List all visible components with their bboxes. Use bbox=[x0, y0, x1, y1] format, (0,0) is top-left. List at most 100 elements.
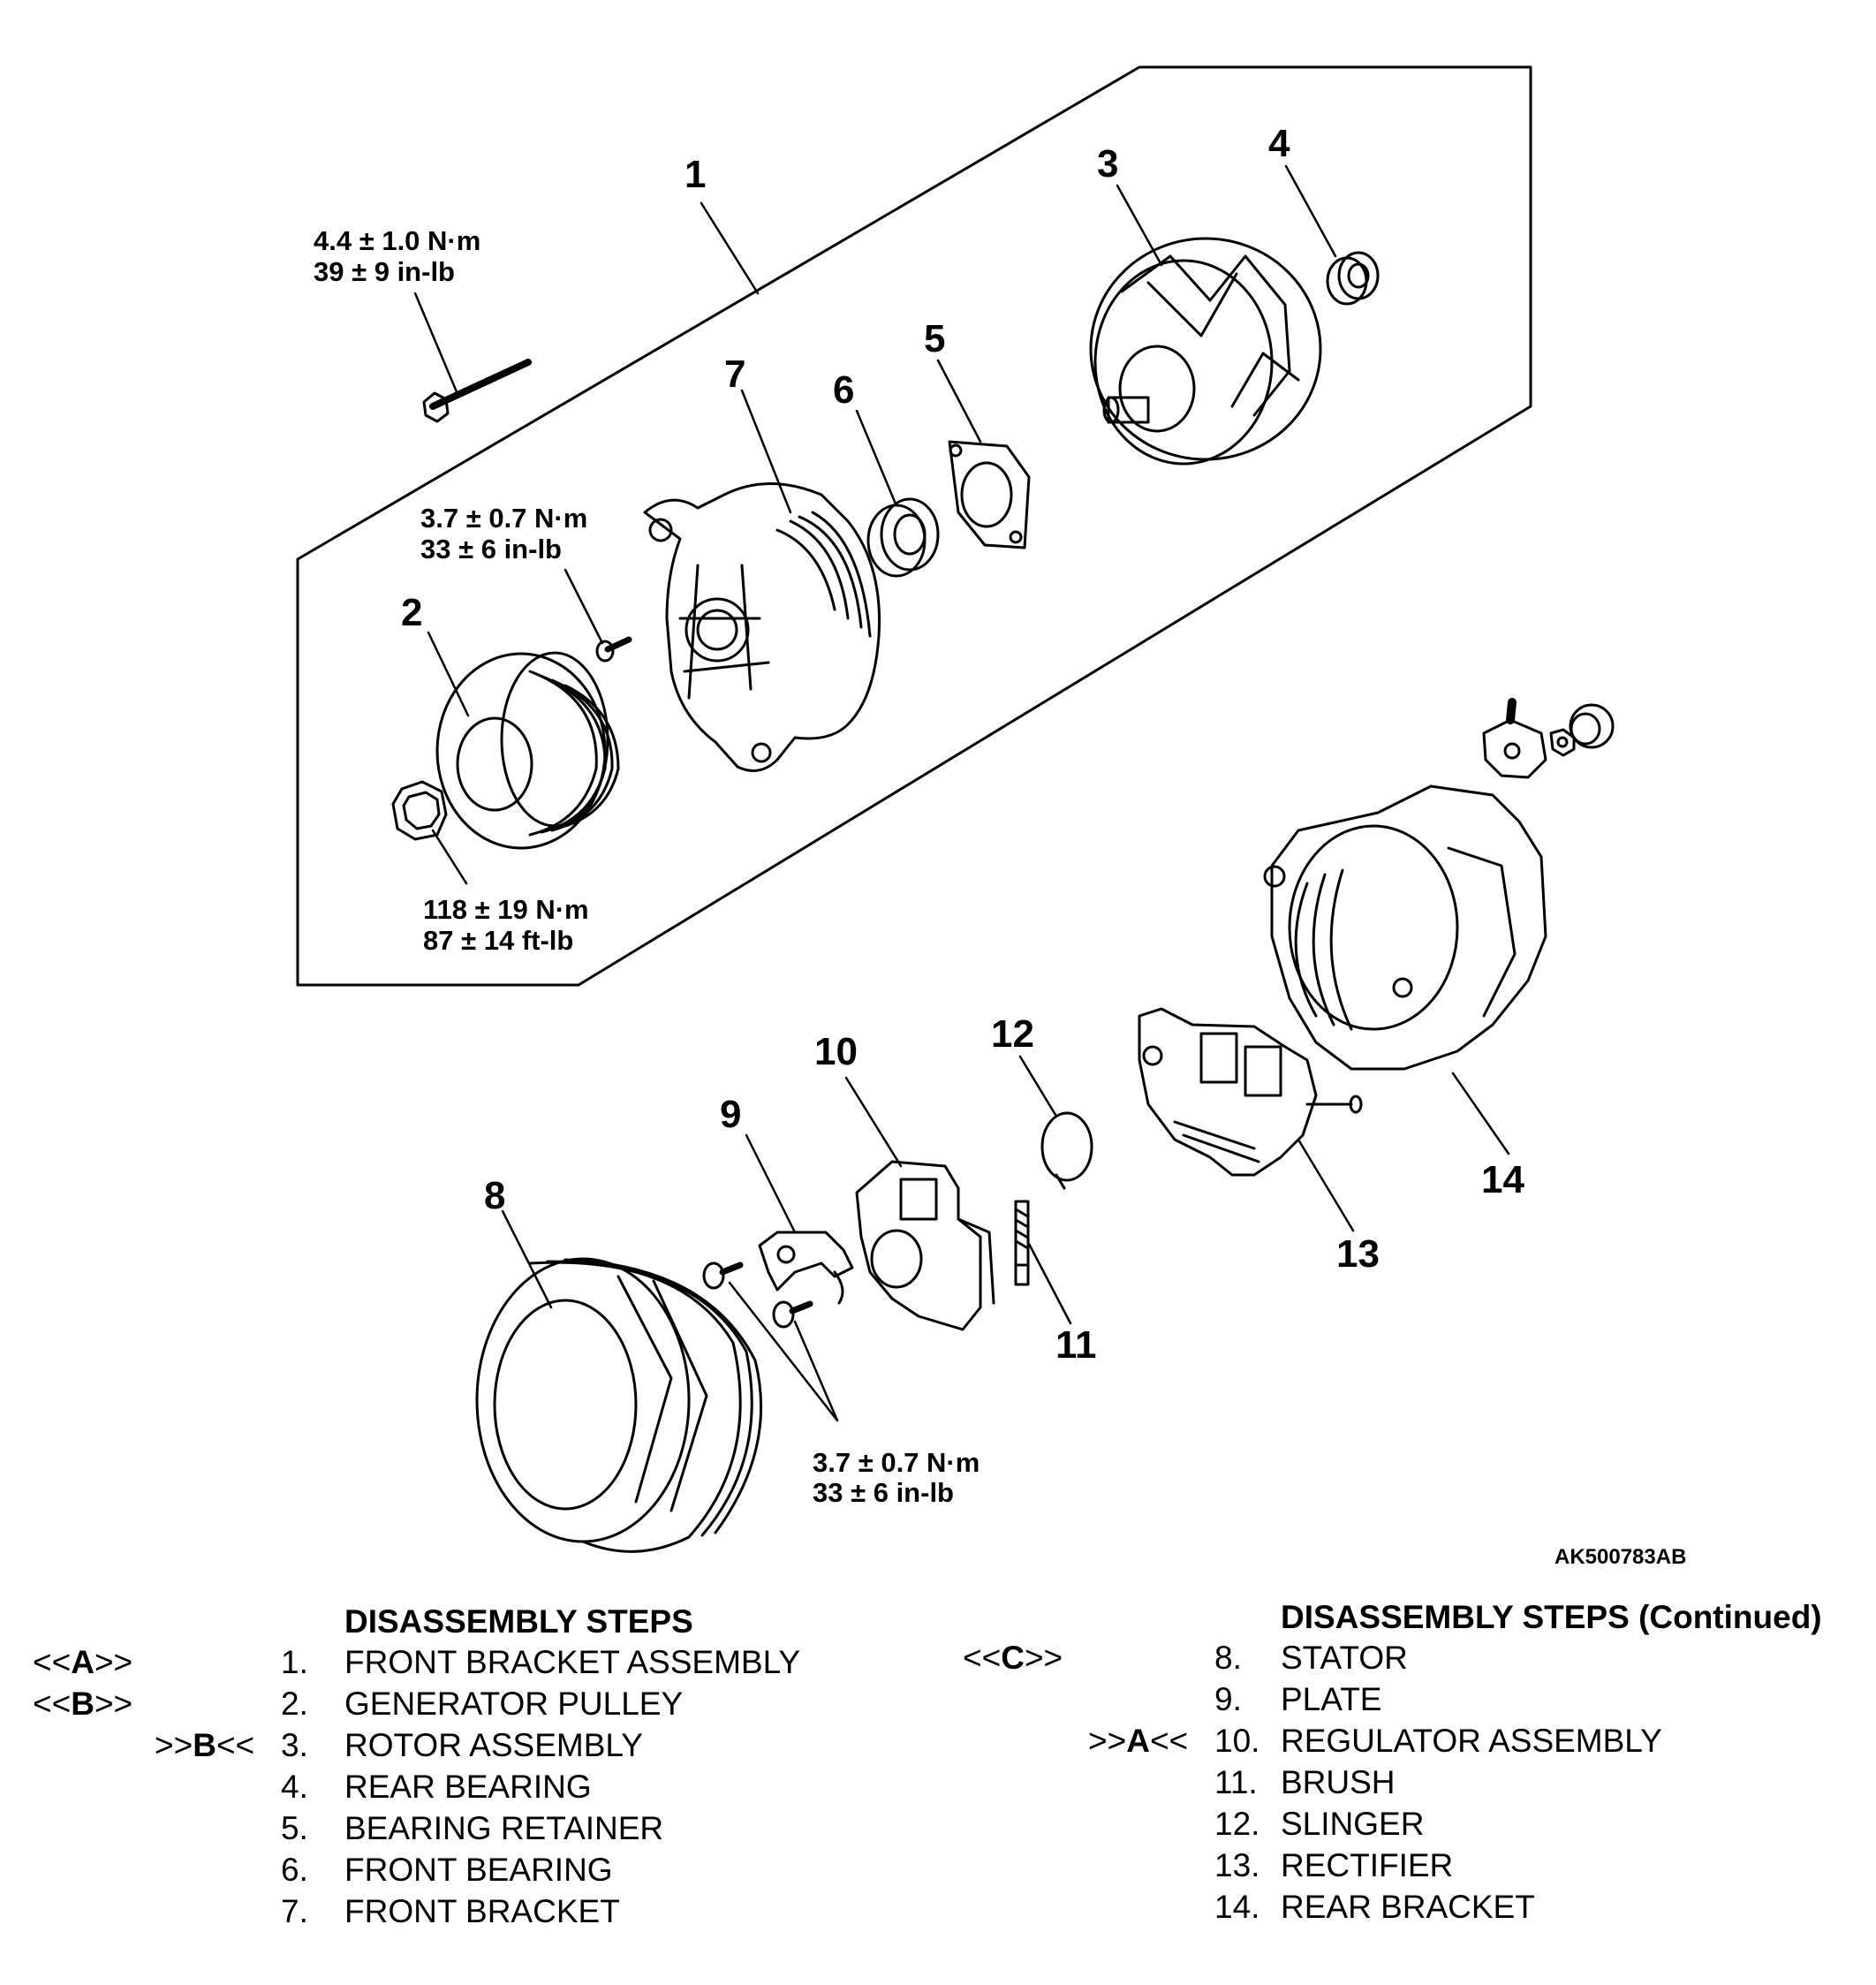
torque-pulley-nut-imperial: 87 ± 14 ft-lb bbox=[423, 925, 573, 956]
disassembly-steps-left: DISASSEMBLY STEPS <<A>>1.FRONT BRACKET A… bbox=[0, 1603, 883, 1939]
step-number: 1. bbox=[281, 1644, 308, 1680]
leader-line-12 bbox=[1018, 1055, 1057, 1117]
callout-10: 10 bbox=[814, 1030, 858, 1073]
step-name: REAR BRACKET bbox=[1281, 1889, 1535, 1925]
callout-11: 11 bbox=[1055, 1323, 1097, 1367]
step-name: SLINGER bbox=[1281, 1806, 1425, 1842]
rear-bearing-part bbox=[1326, 251, 1380, 306]
plate-part bbox=[758, 1231, 854, 1305]
step-row: >>A<< 10. REGULATOR ASSEMBLY bbox=[963, 1723, 1876, 1764]
step-service-mark: <<C>> bbox=[963, 1640, 1063, 1676]
step-row: <<C>>8.STATOR bbox=[963, 1640, 1876, 1681]
callout-1: 1 bbox=[685, 153, 706, 196]
step-number: 5. bbox=[281, 1810, 308, 1846]
brush-part bbox=[1014, 1200, 1030, 1286]
front-bracket-assembly-boundary bbox=[296, 65, 1532, 987]
callout-2: 2 bbox=[401, 591, 422, 634]
leader-line-8 bbox=[501, 1209, 553, 1309]
figure-code: AK500783AB bbox=[1555, 1545, 1686, 1569]
rectifier-part bbox=[1138, 1007, 1363, 1177]
slinger-part bbox=[1040, 1111, 1093, 1190]
callout-13: 13 bbox=[1336, 1232, 1380, 1276]
step-service-mark: >>B<< bbox=[155, 1727, 255, 1763]
callout-3: 3 bbox=[1097, 142, 1118, 186]
step-row: 11.BRUSH bbox=[963, 1764, 1876, 1806]
torque-plate-screws-metric: 3.7 ± 0.7 N·m bbox=[813, 1447, 980, 1478]
pulley-nut-part bbox=[391, 780, 448, 841]
step-number: 7. bbox=[281, 1893, 308, 1929]
step-name: ROTOR ASSEMBLY bbox=[344, 1727, 643, 1763]
step-row: 5. BEARING RETAINER bbox=[0, 1810, 883, 1852]
stator-part bbox=[475, 1257, 763, 1553]
step-name: FRONT BRACKET bbox=[344, 1893, 620, 1929]
step-row: <<B>> 2. GENERATOR PULLEY bbox=[0, 1686, 883, 1727]
leader-line-14 bbox=[1451, 1072, 1510, 1155]
step-row: 9. PLATE bbox=[963, 1681, 1876, 1723]
step-number: 2. bbox=[281, 1686, 308, 1722]
bearing-retainer-part bbox=[948, 440, 1031, 549]
leader-line-pulley-nut-torque bbox=[431, 829, 468, 885]
step-number: 14. bbox=[1214, 1889, 1260, 1925]
generator-pulley-part bbox=[435, 651, 620, 850]
step-name: RECTIFIER bbox=[1281, 1847, 1454, 1883]
callout-5: 5 bbox=[924, 317, 945, 360]
callout-9: 9 bbox=[720, 1093, 741, 1136]
step-number: 3. bbox=[281, 1727, 308, 1763]
step-name: FRONT BEARING bbox=[344, 1852, 613, 1888]
step-number: 13. bbox=[1214, 1847, 1260, 1883]
step-name: REAR BEARING bbox=[344, 1769, 592, 1805]
step-number: 11. bbox=[1214, 1764, 1258, 1800]
plate-screw-lower-part bbox=[772, 1300, 813, 1329]
callout-12: 12 bbox=[991, 1012, 1034, 1056]
front-bracket-part bbox=[643, 482, 881, 772]
callout-6: 6 bbox=[833, 368, 854, 412]
rotor-assembly-part bbox=[1089, 237, 1322, 466]
terminal-bolt-part bbox=[1482, 698, 1547, 779]
step-service-mark: <<B>> bbox=[33, 1686, 133, 1722]
regulator-assembly-part bbox=[855, 1160, 995, 1331]
front-bearing-part bbox=[866, 497, 940, 578]
step-name: REGULATOR ASSEMBLY bbox=[1281, 1723, 1662, 1759]
torque-bolt-metric: 4.4 ± 1.0 N·m bbox=[314, 225, 480, 256]
step-row: 13. RECTIFIER bbox=[963, 1847, 1876, 1889]
step-number: 10. bbox=[1214, 1723, 1260, 1759]
step-row: 4. REAR BEARING bbox=[0, 1769, 883, 1810]
leader-line-13 bbox=[1297, 1138, 1355, 1232]
steps-heading-continued: DISASSEMBLY STEPS (Continued) bbox=[1281, 1599, 1822, 1635]
leader-line-2 bbox=[427, 631, 470, 717]
step-number: 4. bbox=[281, 1769, 308, 1805]
step-number: 6. bbox=[281, 1852, 308, 1888]
callout-8: 8 bbox=[484, 1174, 505, 1217]
leader-line-6 bbox=[855, 409, 896, 504]
step-service-mark: >>A<< bbox=[1088, 1723, 1189, 1759]
leader-line-11 bbox=[1027, 1242, 1072, 1325]
front-bracket-screw-part bbox=[595, 636, 632, 663]
leader-line-5 bbox=[936, 359, 982, 443]
steps-heading: DISASSEMBLY STEPS bbox=[344, 1603, 693, 1640]
leader-line-front-screw-torque bbox=[564, 568, 604, 645]
leader-line-7 bbox=[740, 389, 792, 514]
step-row: >>B<< 3. ROTOR ASSEMBLY bbox=[0, 1727, 883, 1769]
step-name: FRONT BRACKET ASSEMBLY bbox=[344, 1644, 801, 1680]
step-name: PLATE bbox=[1281, 1681, 1382, 1717]
terminal-washer-part bbox=[1569, 703, 1615, 749]
leader-line-1 bbox=[700, 201, 760, 295]
rear-bracket-part bbox=[1263, 784, 1547, 1071]
step-name: STATOR bbox=[1281, 1640, 1408, 1676]
torque-pulley-nut-metric: 118 ± 19 N·m bbox=[423, 894, 589, 925]
leader-line-3 bbox=[1116, 184, 1163, 267]
step-row: 7. FRONT BRACKET bbox=[0, 1893, 883, 1935]
leader-line-plate-screws-torque bbox=[728, 1281, 839, 1422]
step-row: 14. REAR BRACKET bbox=[963, 1889, 1876, 1930]
step-row: <<A>>1.FRONT BRACKET ASSEMBLY bbox=[0, 1644, 883, 1686]
torque-front-screw-imperial: 33 ± 6 in-lb bbox=[420, 534, 562, 564]
callout-7: 7 bbox=[724, 352, 745, 396]
terminal-nut-part bbox=[1549, 728, 1576, 757]
step-number: 9. bbox=[1214, 1681, 1242, 1717]
step-name: BEARING RETAINER bbox=[344, 1810, 664, 1846]
through-bolt-part bbox=[422, 359, 532, 423]
torque-front-screw-metric: 3.7 ± 0.7 N·m bbox=[420, 503, 587, 534]
step-name: GENERATOR PULLEY bbox=[344, 1686, 684, 1722]
leader-line-10 bbox=[844, 1076, 903, 1168]
